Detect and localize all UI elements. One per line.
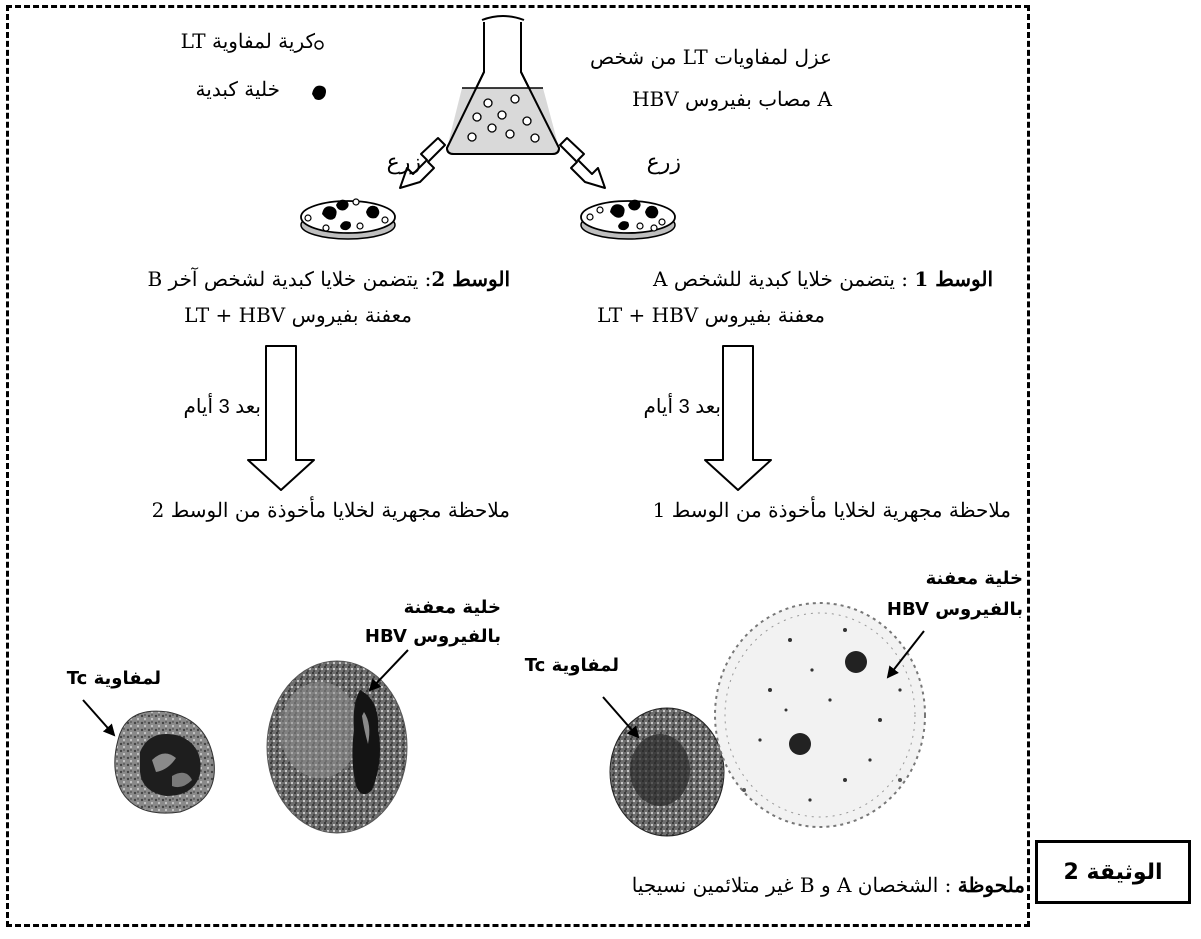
culture-label-left: زرع (386, 150, 421, 175)
micrograph-medium1 (609, 602, 926, 837)
micrograph-medium2 (114, 660, 408, 834)
medium2-line2: معفنة بفيروس LT + HBV (184, 303, 412, 327)
medium2-infected-label-line1: خلية معفنة (403, 597, 501, 618)
medium1-line1: الوسط 1 : يتضمن خلايا كبدية للشخص A (653, 266, 993, 293)
medium2-tc-label: لمفاوية Tc (66, 668, 161, 689)
infected-cell-medium1 (714, 602, 926, 828)
medium1-infected-label-line1: خلية معفنة (925, 568, 1023, 589)
flask-icon (445, 15, 561, 155)
medium1-description: : يتضمن خلايا كبدية للشخص A (653, 267, 915, 291)
medium2-description: : يتضمن خلايا كبدية لشخص آخر B (147, 267, 432, 291)
down-arrow-medium1 (704, 345, 772, 491)
tc-lymphocyte-medium2 (114, 710, 215, 814)
culture-label-right: زرع (646, 150, 681, 175)
medium1-tc-label: لمفاوية Tc (524, 655, 619, 676)
legend-lymphocyte-symbol (314, 40, 324, 50)
pointer-tc-medium1 (602, 696, 640, 739)
source-line2: A مصاب بفيروس HBV (632, 87, 832, 111)
medium2-title: الوسط 2 (431, 267, 510, 291)
pointer-infected-medium2 (368, 649, 409, 692)
note-text: : الشخصان A و B غير متلائمين نسيجيا (631, 873, 958, 897)
document-frame (6, 5, 1030, 927)
petri-dish-medium2 (300, 198, 396, 240)
infected-cell-medium2 (266, 660, 408, 834)
pointer-tc-medium2 (82, 699, 116, 737)
note-title: ملحوظة (957, 873, 1025, 897)
medium1-line2: معفنة بفيروس LT + HBV (597, 303, 825, 327)
medium1-observation: ملاحظة مجهرية لخلايا مأخوذة من الوسط 1 (652, 498, 1011, 522)
arrow-to-medium1 (559, 137, 606, 189)
medium1-infected-label-line2: بالفيروس HBV (886, 599, 1023, 620)
source-line1: عزل لمفاويات LT من شخص (589, 45, 832, 69)
legend-liver-cell-label: خلية كبدية (195, 77, 280, 101)
petri-dish-medium1 (580, 199, 676, 240)
tc-lymphocyte-medium1 (609, 707, 725, 837)
medium2-observation: ملاحظة مجهرية لخلايا مأخوذة من الوسط 2 (151, 498, 510, 522)
note: ملحوظة : الشخصان A و B غير متلائمين نسيج… (632, 872, 1025, 899)
pointer-infected-medium1 (886, 630, 925, 679)
medium2-delay: بعد 3 أيام (183, 396, 261, 418)
medium2-infected-label-line2: بالفيروس HBV (364, 626, 501, 647)
legend-lymphocyte-label: كرية لمفاوية LT (180, 29, 315, 53)
medium1-delay: بعد 3 أيام (643, 396, 721, 418)
document-label: الوثيقة 2 (1035, 840, 1191, 904)
legend-liver-cell-symbol (312, 85, 326, 100)
medium2-line1: الوسط 2: يتضمن خلايا كبدية لشخص آخر B (147, 266, 510, 293)
arrow-to-medium2 (399, 137, 446, 189)
down-arrow-medium2 (247, 345, 315, 491)
medium1-title: الوسط 1 (914, 267, 993, 291)
